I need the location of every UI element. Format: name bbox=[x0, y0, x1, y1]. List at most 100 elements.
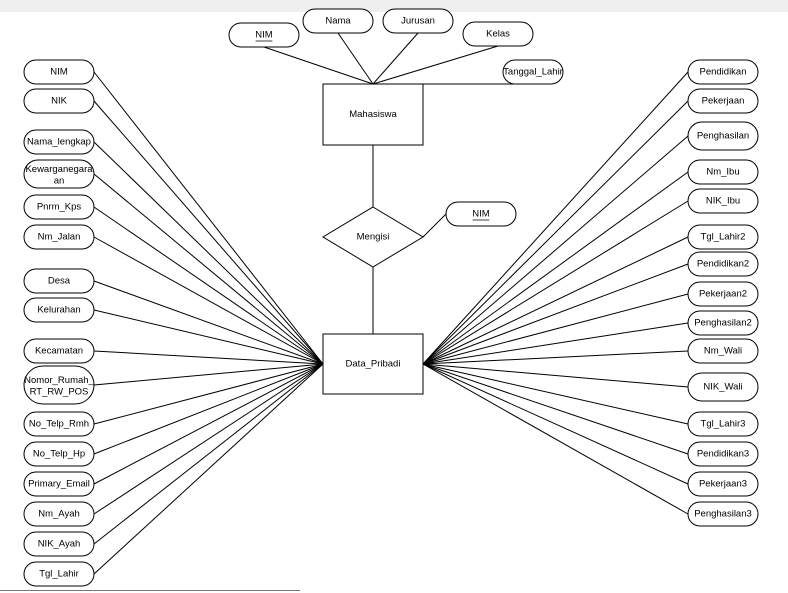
connector-data-pribadi-pendidikan bbox=[422, 71, 689, 365]
attribute-label: Nm_Wali bbox=[704, 346, 742, 357]
attribute-label: NIM bbox=[472, 209, 490, 220]
attribute-label: Pekerjaan bbox=[702, 96, 745, 107]
attribute-pnrm-kps: Pnrm_Kps bbox=[23, 194, 95, 220]
connector-data-pribadi-kelurahan bbox=[93, 309, 324, 365]
attribute-label-line: Kewarganegara bbox=[25, 164, 93, 175]
attribute-nm-wali: Nm_Wali bbox=[687, 338, 759, 364]
attribute-pendidikan3: Pendidikan3 bbox=[687, 441, 759, 467]
attribute-label: No_Telp_Hp bbox=[33, 449, 85, 460]
attribute-label: Jurusan bbox=[401, 16, 435, 27]
attribute-label: Pendidikan bbox=[699, 67, 746, 78]
attribute-label-line: Nomor_Rumah_ bbox=[24, 375, 94, 386]
window-top-bar bbox=[0, 0, 788, 12]
attribute-label: NIK_Ibu bbox=[706, 196, 740, 207]
attribute-shape bbox=[382, 8, 454, 34]
attribute-nik: NIK bbox=[23, 88, 95, 114]
attribute-kelas: Kelas bbox=[462, 21, 534, 47]
connector-data-pribadi-nik-wali bbox=[422, 363, 689, 388]
attribute-label: NIK bbox=[51, 96, 68, 107]
connector-mahasiswa-nama bbox=[337, 32, 374, 85]
connector-data-pribadi-nm-wali bbox=[422, 350, 689, 365]
attribute-pekerjaan3: Pekerjaan3 bbox=[687, 471, 759, 497]
attribute-label: Pekerjaan3 bbox=[699, 479, 747, 490]
connector-data-pribadi-kecamatan bbox=[93, 350, 324, 365]
entity-box bbox=[322, 83, 424, 146]
attribute-nik-ayah: NIK_Ayah bbox=[23, 531, 95, 557]
attribute-shape bbox=[23, 194, 95, 220]
attribute-shape bbox=[23, 224, 95, 250]
attribute-label: Kecamatan bbox=[35, 346, 83, 357]
attribute-label: Pekerjaan2 bbox=[699, 289, 747, 300]
attribute-tgl-lahir2: Tgl_Lahir2 bbox=[687, 224, 759, 250]
connector-data-pribadi-no-telp-hp bbox=[93, 363, 324, 455]
connector-mahasiswa-nim bbox=[263, 46, 374, 85]
attribute-label: Tanggal_Lahir bbox=[503, 67, 563, 78]
attribute-tgl-lahir3: Tgl_Lahir3 bbox=[687, 411, 759, 437]
connector-data-pribadi-penghasilan3 bbox=[422, 363, 689, 515]
attribute-label-line: RT_RW_POS bbox=[30, 386, 89, 397]
attribute-shape bbox=[23, 268, 95, 294]
attribute-label: NIM bbox=[50, 67, 68, 78]
attribute-shape bbox=[462, 21, 534, 47]
connector-data-pribadi-nik-ayah bbox=[93, 363, 324, 545]
attribute-pendidikan: Pendidikan bbox=[687, 59, 759, 85]
connector-data-pribadi-nm-ibu bbox=[422, 171, 689, 365]
attribute-shape bbox=[23, 531, 95, 557]
connector-data-pribadi-pekerjaan2 bbox=[422, 293, 689, 365]
attribute-label: Kelas bbox=[486, 29, 510, 40]
connector-data-pribadi-tgl-lahir bbox=[93, 363, 324, 575]
attribute-shape bbox=[687, 501, 759, 527]
connector-data-pribadi-penghasilan bbox=[422, 135, 689, 365]
attribute-nm-ayah: Nm_Ayah bbox=[23, 501, 95, 527]
attribute-shape bbox=[23, 338, 95, 364]
attribute-shape bbox=[687, 121, 759, 151]
connector-data-pribadi-desa bbox=[93, 280, 324, 365]
attribute-shape bbox=[23, 159, 95, 189]
connector-data-pribadi-nm-ayah bbox=[93, 363, 324, 515]
attribute-label: Nama bbox=[325, 16, 351, 27]
attribute-penghasilan2: Penghasilan2 bbox=[687, 310, 759, 336]
entity-mahasiswa: Mahasiswa bbox=[322, 83, 424, 146]
connector-data-pribadi-nik bbox=[93, 100, 324, 365]
connector-data-pribadi-nama-lengkap bbox=[93, 141, 324, 365]
attribute-nik-wali: NIK_Wali bbox=[687, 372, 759, 402]
attribute-nim: NIM bbox=[228, 22, 300, 48]
connector-data-pribadi-pendidikan2 bbox=[422, 263, 689, 365]
attribute-label: Penghasilan2 bbox=[694, 318, 752, 329]
connector-data-pribadi-tgl-lahir3 bbox=[422, 363, 689, 425]
relationship-label: Mengisi bbox=[357, 232, 390, 243]
attribute-shape bbox=[23, 501, 95, 527]
connector-mahasiswa-kelas bbox=[372, 45, 499, 85]
attribute-shape bbox=[23, 129, 95, 155]
attribute-shape bbox=[445, 201, 517, 227]
connector-data-pribadi-nik-ibu bbox=[422, 200, 689, 365]
attribute-shape bbox=[23, 365, 95, 405]
attribute-label: Pendidikan3 bbox=[697, 449, 749, 460]
attribute-shape bbox=[687, 59, 759, 85]
attribute-shape bbox=[23, 441, 95, 467]
attribute-nama: Nama bbox=[302, 8, 374, 34]
connector-data-pribadi-pekerjaan3 bbox=[422, 363, 689, 485]
attribute-label: Nm_Ayah bbox=[38, 509, 80, 520]
attribute-shape bbox=[687, 159, 759, 185]
attribute-shape bbox=[23, 411, 95, 437]
attribute-tanggal-lahir: Tanggal_Lahir bbox=[502, 59, 564, 85]
connector-data-pribadi-kewarganegara-an bbox=[93, 173, 324, 365]
attribute-shape bbox=[23, 297, 95, 323]
attribute-shape bbox=[228, 22, 300, 48]
attribute-label: Nm_Jalan bbox=[38, 232, 81, 243]
attribute-shape bbox=[687, 188, 759, 214]
attribute-no-telp-hp: No_Telp_Hp bbox=[23, 441, 95, 467]
attribute-shape bbox=[687, 411, 759, 437]
connector-layer bbox=[93, 32, 689, 575]
attribute-label-line: an bbox=[54, 175, 65, 186]
connector-data-pribadi-penghasilan2 bbox=[422, 322, 689, 365]
attribute-shape bbox=[687, 224, 759, 250]
entity-data-pribadi: Data_Pribadi bbox=[322, 333, 424, 395]
connector-data-pribadi-pendidikan3 bbox=[422, 363, 689, 455]
attribute-label: Nama_lengkap bbox=[27, 137, 91, 148]
attribute-label: No_Telp_Rmh bbox=[29, 419, 89, 430]
